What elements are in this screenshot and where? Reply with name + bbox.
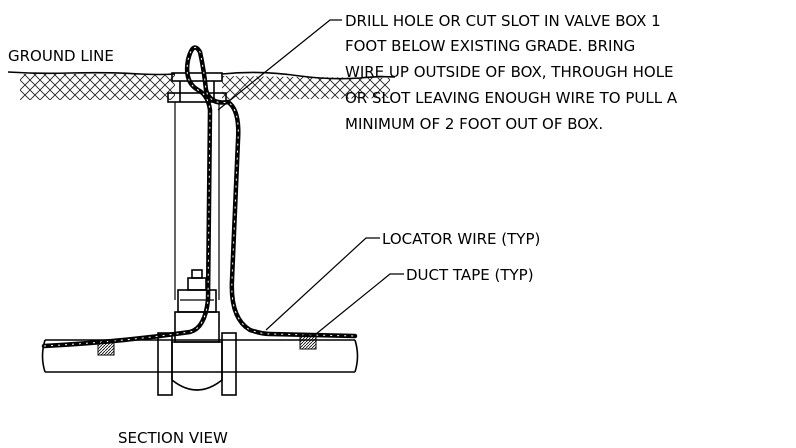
leader-lines [217, 19, 404, 335]
section-view-caption: SECTION VIEW [118, 429, 228, 447]
note-line-2: FOOT BELOW EXISTING GRADE. BRING [345, 37, 635, 55]
ground-line-label: GROUND LINE [8, 47, 114, 65]
note-line-4: OR SLOT LEAVING ENOUGH WIRE TO PULL A [345, 89, 678, 107]
note-line-3: WIRE UP OUTSIDE OF BOX, THROUGH HOLE [345, 63, 674, 81]
valve [157, 269, 237, 396]
ground-surface [7, 71, 396, 100]
duct-tape [97, 333, 317, 356]
installation-note: DRILL HOLE OR CUT SLOT IN VALVE BOX 1 FO… [345, 12, 678, 133]
locator-wire [41, 45, 358, 349]
note-line-5: MINIMUM OF 2 FOOT OUT OF BOX. [345, 115, 603, 133]
duct-tape-label: DUCT TAPE (TYP) [406, 266, 534, 284]
note-line-1: DRILL HOLE OR CUT SLOT IN VALVE BOX 1 [345, 12, 661, 30]
locator-wire-label: LOCATOR WIRE (TYP) [382, 230, 540, 248]
valve-box [167, 72, 227, 300]
